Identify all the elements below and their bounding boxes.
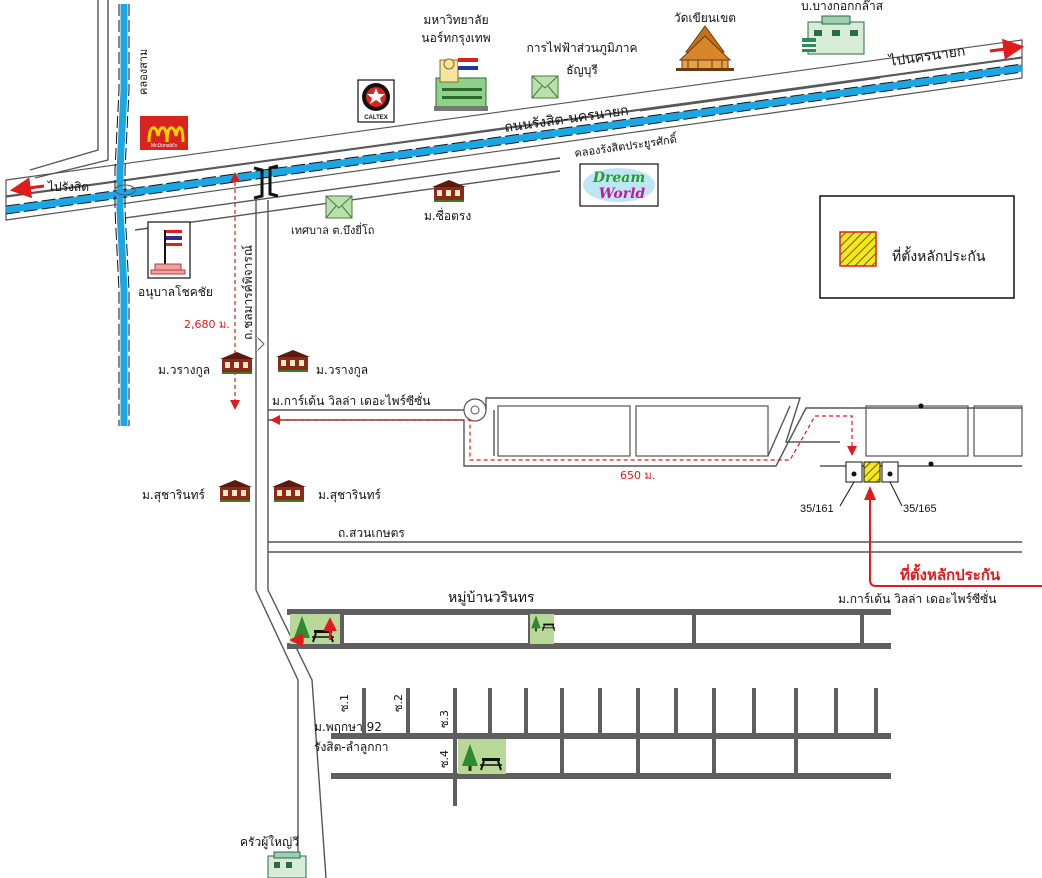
flag-monument-icon <box>147 221 191 279</box>
restaurant-label: ครัวผู้ใหญ่วี <box>240 835 299 850</box>
electricity-name-line2: ธัญบุรี <box>566 63 598 78</box>
electricity-authority-landmark: การไฟฟ้าส่วนภูมิภาค ธัญบุรี <box>527 41 638 99</box>
caltex-logo-icon: CALTEX <box>357 79 395 123</box>
village-waraangkul-right-label: ม.วรางกูล <box>316 363 368 378</box>
location-red-label: ที่ตั้งหลักประกัน <box>900 563 1001 584</box>
garden-villa-top-label: ม.การ์เด้น วิลล่า เดอะไพร์ซีซั่น <box>272 392 431 408</box>
village-waraangkul-left: ม.วรางกูล <box>158 352 254 378</box>
canal-sam-label: คลองสาม <box>137 49 150 95</box>
house-35-161-label: 35/161 <box>800 503 834 515</box>
university-landmark: มหาวิทยาลัย นอร์ทกรุงเทพ <box>421 13 491 111</box>
svg-text:World: World <box>599 186 646 202</box>
village-sucharin-left: ม.สุชารินทร์ <box>142 480 252 503</box>
village-waraangkul-right: ม.วรางกูล <box>276 350 368 378</box>
frontage-road <box>124 157 561 219</box>
envelope-marker-icon <box>531 75 559 99</box>
soi-2-label: ซ.2 <box>392 694 405 712</box>
soi-4-label: ซ.4 <box>438 750 451 768</box>
distance-2680-label: 2,680 ม. <box>184 318 230 331</box>
village-suetrong-label: ม.ซื่อตรง <box>424 207 471 223</box>
village-waraangkul-left-label: ม.วรางกูล <box>158 363 210 378</box>
house-icon <box>267 851 307 878</box>
collateral-plot: 35/161 35/165 <box>800 461 937 515</box>
collateral-hatched-swatch <box>863 461 881 483</box>
road-garden-villa <box>268 397 1023 467</box>
university-name-line1: มหาวิทยาลัย <box>423 13 488 27</box>
factory-building-icon <box>802 15 865 55</box>
village-warinthon-label: หมู่บ้านวรินทร <box>448 590 535 606</box>
municipality-landmark: เทศบาล ต.บึงยี่โถ <box>291 195 374 237</box>
svg-text:McDonald's: McDonald's <box>151 143 177 149</box>
house-icon <box>276 350 310 372</box>
legend-hatched-swatch <box>839 231 877 267</box>
envelope-marker-icon <box>325 195 353 219</box>
legend-box: ที่ตั้งหลักประกัน <box>819 195 1015 299</box>
garden-villa-bottom-label: ม.การ์เด้น วิลล่า เดอะไพร์ซีซั่น <box>838 590 997 606</box>
house-35-165-label: 35/165 <box>903 503 937 515</box>
monument-landmark: อนุบาลโชคชัย <box>138 221 213 300</box>
soi-1-label: ซ.1 <box>338 694 351 712</box>
canal-sam <box>114 4 130 426</box>
village-warinthon-roads <box>287 609 891 649</box>
to-rangsit-label: ไปรังสิต <box>47 180 89 194</box>
company-name: บ.บางกอกกล๊าส <box>801 0 884 13</box>
village-pruksa-label: ม.พฤกษา 92 <box>314 720 382 734</box>
electricity-name-line1: การไฟฟ้าส่วนภูมิภาค <box>527 41 638 56</box>
lower-soi-grid <box>331 688 891 806</box>
side-road-left <box>29 0 99 171</box>
svg-text:Dream: Dream <box>592 170 645 186</box>
house-icon <box>218 480 252 502</box>
temple-name: วัดเขียนเขต <box>674 11 736 25</box>
canal-bridge <box>114 184 136 196</box>
house-icon <box>432 180 466 202</box>
rangsit-lamlukka-label: รังสิต-ลำลูกกา <box>314 740 388 755</box>
university-name-line2: นอร์ทกรุงเทพ <box>421 31 490 46</box>
house-icon <box>272 480 306 502</box>
village-sucharin-right: ม.สุชารินทร์ <box>272 480 381 503</box>
side-road-left-edge <box>34 0 109 179</box>
road-chonlamark <box>255 200 327 878</box>
company-landmark: บ.บางกอกกล๊าส <box>801 0 884 55</box>
road-suan-kaset-label: ถ.สวนเกษตร <box>338 526 405 540</box>
dreamworld-logo-icon: Dream World <box>579 163 659 207</box>
road-suan-kaset <box>268 541 1022 553</box>
distance-650-label: 650 ม. <box>620 469 655 482</box>
temple-landmark: วัดเขียนเขต <box>674 11 736 71</box>
legend-label: ที่ตั้งหลักประกัน <box>892 246 986 265</box>
junction-bracket <box>253 164 279 200</box>
village-sucharin-right-label: ม.สุชารินทร์ <box>318 488 381 503</box>
canal-rangsit-prayoonsak <box>5 63 1023 215</box>
thai-temple-icon <box>676 25 734 71</box>
village-suetrong: ม.ซื่อตรง <box>424 180 471 223</box>
village-sucharin-left-label: ม.สุชารินทร์ <box>142 488 205 503</box>
university-building-icon <box>434 58 488 111</box>
monument-label: อนุบาลโชคชัย <box>138 285 213 300</box>
road-chom-label: ถ.ชลมารค์พิจารณ์ <box>241 245 255 340</box>
svg-text:CALTEX: CALTEX <box>364 115 388 121</box>
direction-to-rangsit: ไปรังสิต <box>9 177 89 199</box>
soi-3-label: ซ.3 <box>438 710 451 728</box>
location-callout: ที่ตั้งหลักประกัน <box>864 486 1042 587</box>
mcdonalds-logo-icon: McDonald's <box>140 116 188 150</box>
distance-650-marker: 650 ม. <box>270 415 857 482</box>
restaurant-landmark: ครัวผู้ใหญ่วี <box>240 835 307 878</box>
municipality-name: เทศบาล ต.บึงยี่โถ <box>291 222 374 237</box>
distance-2680-marker: 2,680 ม. <box>184 172 240 410</box>
house-icon <box>220 352 254 374</box>
